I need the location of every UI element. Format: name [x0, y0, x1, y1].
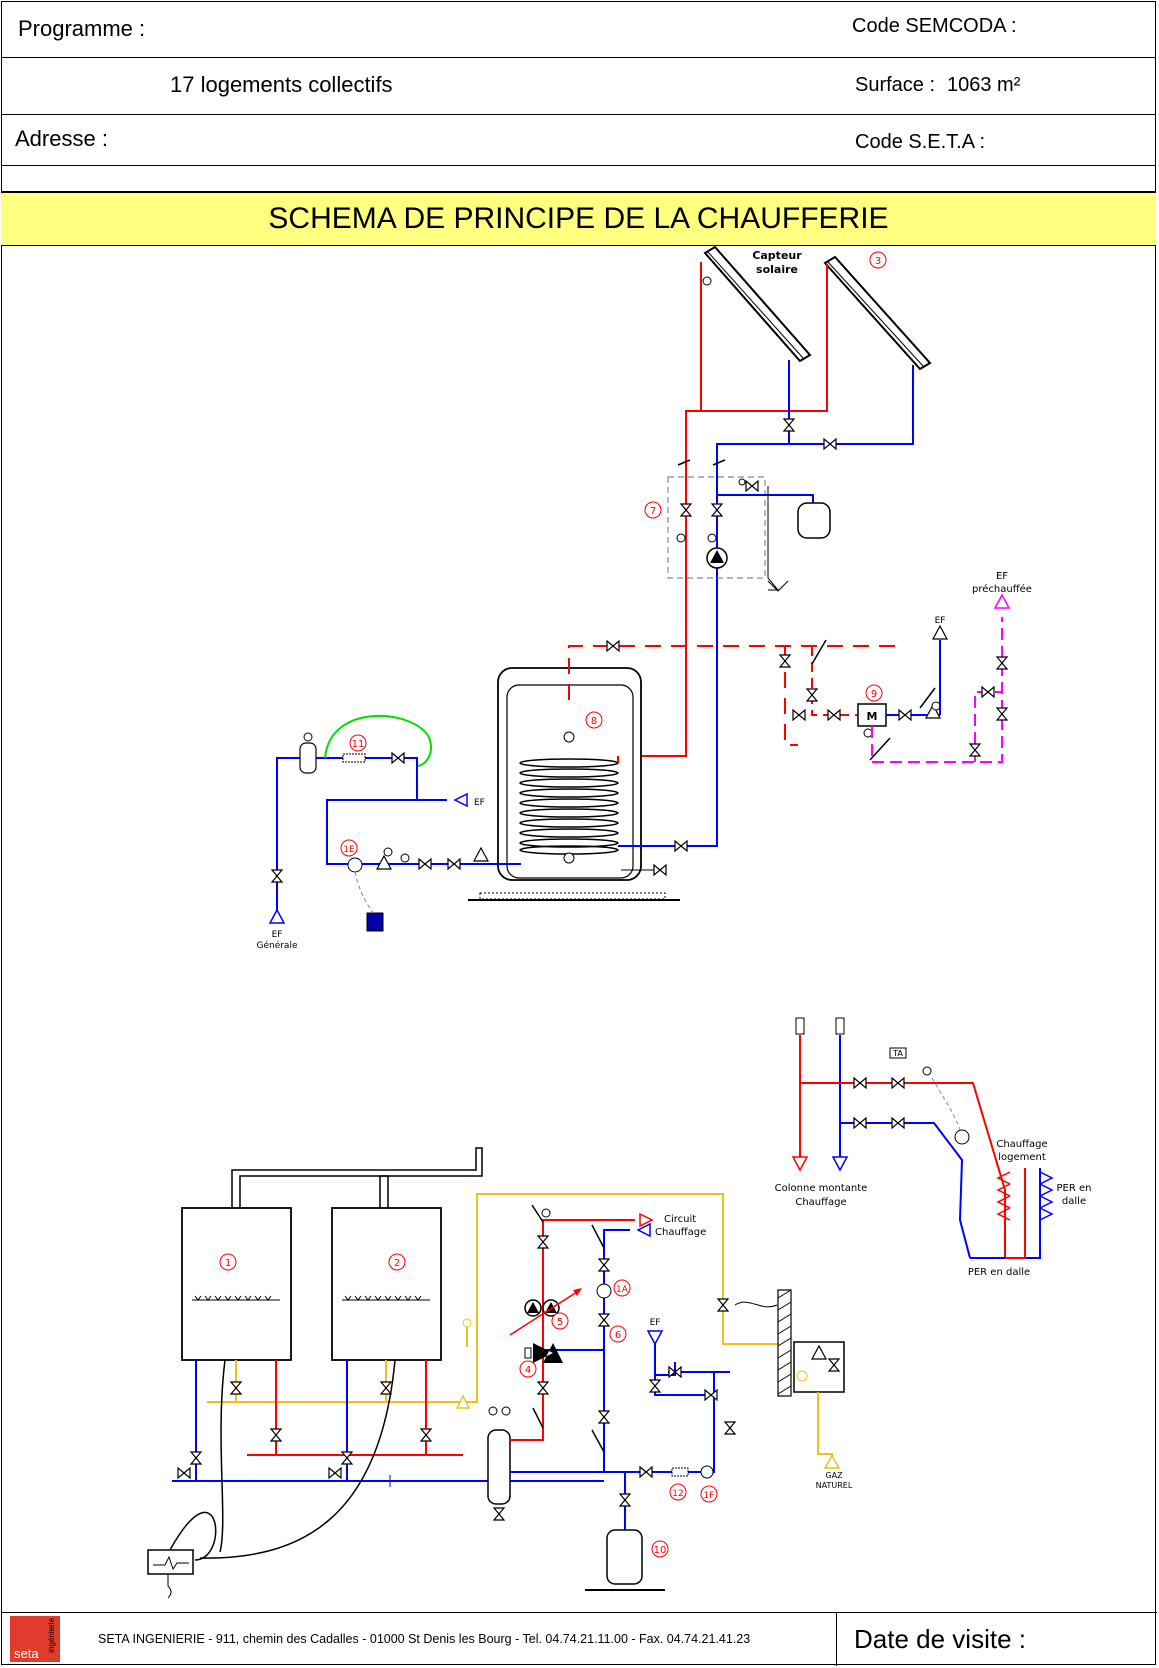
code-seta-label: Code S.E.T.A :: [855, 131, 986, 153]
per-dalle-right-label-1: PER en: [1057, 1183, 1092, 1194]
gaz-label-1: GAZ: [825, 1471, 843, 1480]
marker-7: 7: [650, 506, 656, 517]
mixer-m-label: M: [867, 710, 878, 723]
per-dalle-bottom-label: PER en dalle: [968, 1267, 1030, 1278]
gas-line: [207, 1193, 790, 1403]
marker-2: 2: [394, 1258, 400, 1269]
marker-8: 8: [591, 716, 597, 727]
header-row-surface: [1, 58, 1156, 115]
hydraulic-separator: [487, 1429, 511, 1505]
marker-1f: 1F: [704, 1491, 715, 1501]
circuit-label-2: Chauffage: [655, 1227, 706, 1238]
adresse-label: Adresse :: [15, 126, 108, 151]
header-row-blank: [1, 166, 1156, 192]
marker-12: 12: [672, 1489, 683, 1499]
logo-word: seta: [14, 1646, 39, 1661]
logo-side-text: ingénierie: [47, 1618, 56, 1653]
marker-9: 9: [871, 689, 877, 700]
marker-1a: 1A: [616, 1285, 629, 1295]
surface-label: Surface :: [855, 74, 936, 96]
marker-5: 5: [557, 1317, 563, 1328]
solar-expansion-vessel: [797, 502, 831, 539]
ef-prechauffee-label-1: EF: [996, 571, 1008, 582]
marker-4: 4: [525, 1365, 531, 1376]
solar-collector-2: [823, 255, 932, 371]
boiler-1: [181, 1207, 292, 1361]
preheated-cold-water-line: [871, 617, 1003, 763]
programme-value: 17 logements collectifs: [170, 72, 393, 97]
marker-10: 10: [654, 1545, 667, 1556]
footer-company: SETA INGENIERIE - 911, chemin des Cadall…: [98, 1632, 751, 1646]
solar-collector-1: [702, 245, 812, 363]
header-row-programme: [1, 1, 1156, 58]
ef-mid-label: EF: [474, 798, 485, 808]
seta-logo: [10, 1616, 60, 1662]
ef-generale-label-1: EF: [272, 930, 283, 940]
ef-generale-label-2: Générale: [256, 940, 297, 951]
code-semcoda-label: Code SEMCODA :: [852, 15, 1017, 37]
marker-1: 1: [225, 1258, 231, 1269]
marker-3: 3: [875, 256, 881, 267]
expansion-vessel: [606, 1529, 643, 1585]
ta-label: TA: [892, 1049, 903, 1058]
boiler-2: [331, 1207, 442, 1361]
date-label: Date de visite :: [854, 1624, 1026, 1654]
ef-top-label: EF: [935, 616, 946, 626]
colonne-label-2: Chauffage: [795, 1197, 846, 1208]
capteur-label-1: Capteur: [752, 249, 802, 262]
three-way-valve: [533, 1343, 563, 1363]
capteur-label-2: solaire: [756, 263, 798, 276]
colonne-label-1: Colonne montante: [775, 1183, 868, 1194]
per-dalle-right-label-2: dalle: [1062, 1196, 1086, 1207]
footer-company-cell: [1, 1612, 837, 1666]
page-title: SCHEMA DE PRINCIPE DE LA CHAUFFERIE: [1, 192, 1156, 246]
chauffage-logement-label-1: Chauffage: [996, 1139, 1047, 1150]
surface-value: 1063 m²: [947, 74, 1021, 96]
footer-date-cell: [837, 1612, 1157, 1666]
solar-station-box: [667, 476, 766, 579]
ef-boiler-label: EF: [650, 1318, 661, 1328]
circuit-label-1: Circuit: [664, 1214, 696, 1225]
chauffage-logement-label-2: logement: [998, 1152, 1046, 1163]
marker-11: 11: [352, 739, 365, 750]
programme-label: Programme :: [18, 16, 146, 41]
marker-6: 6: [615, 1330, 621, 1341]
marker-1e: 1E: [343, 845, 355, 855]
gaz-label-2: NATUREL: [816, 1481, 853, 1490]
ef-prechauffee-label-2: préchauffée: [972, 583, 1032, 595]
header-row-adresse: [1, 115, 1156, 166]
